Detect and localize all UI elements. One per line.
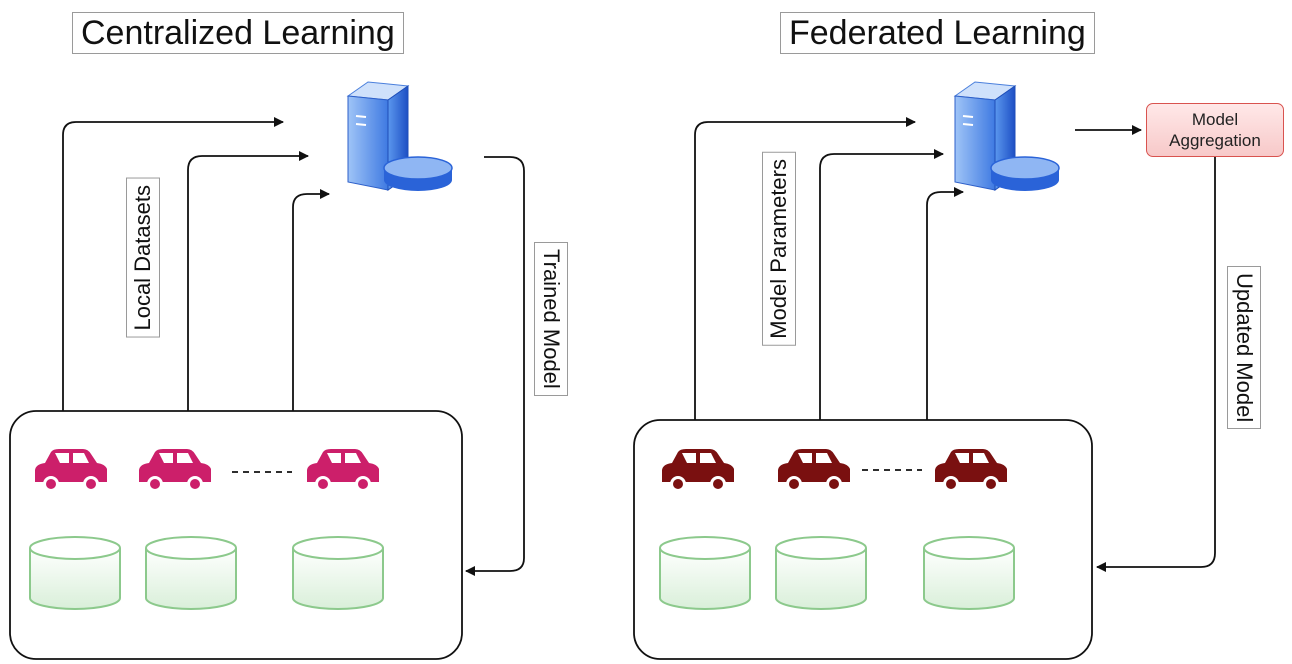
server-icon <box>954 81 1060 192</box>
database-icon <box>923 536 1015 610</box>
left-clients-container <box>9 410 463 660</box>
car-icon <box>935 449 1007 492</box>
left-uplink-arrow-3 <box>292 189 330 411</box>
right-uplink-arrow-2 <box>819 149 944 420</box>
centralized-learning-title: Centralized Learning <box>72 12 404 54</box>
left-downlink-arrow <box>465 156 525 576</box>
federated-learning-title: Federated Learning <box>780 12 1095 54</box>
car-icon <box>139 449 211 492</box>
updated-model-label: Updated Model <box>1227 266 1261 430</box>
database-icon <box>659 536 751 610</box>
trained-model-label: Trained Model <box>534 242 568 396</box>
left-uplink-arrow-2 <box>187 151 309 411</box>
car-icon <box>778 449 850 492</box>
car-icon <box>35 449 107 492</box>
car-icon <box>662 449 734 492</box>
right-clients-container <box>633 419 1093 660</box>
database-icon <box>292 536 384 610</box>
aggregation-line-2: Aggregation <box>1169 131 1261 150</box>
left-uplink-arrow-1 <box>62 117 284 411</box>
database-icon <box>145 536 237 610</box>
aggregation-line-1: Model <box>1191 110 1239 129</box>
model-aggregation-box: Model Aggregation <box>1146 103 1284 157</box>
server-icon <box>347 81 453 192</box>
database-icon <box>29 536 121 610</box>
right-uplink-arrow-1 <box>694 117 916 420</box>
right-uplink-arrow-3 <box>926 187 964 420</box>
car-icon <box>307 449 379 492</box>
database-icon <box>775 536 867 610</box>
right-downlink-arrow <box>1096 157 1216 572</box>
